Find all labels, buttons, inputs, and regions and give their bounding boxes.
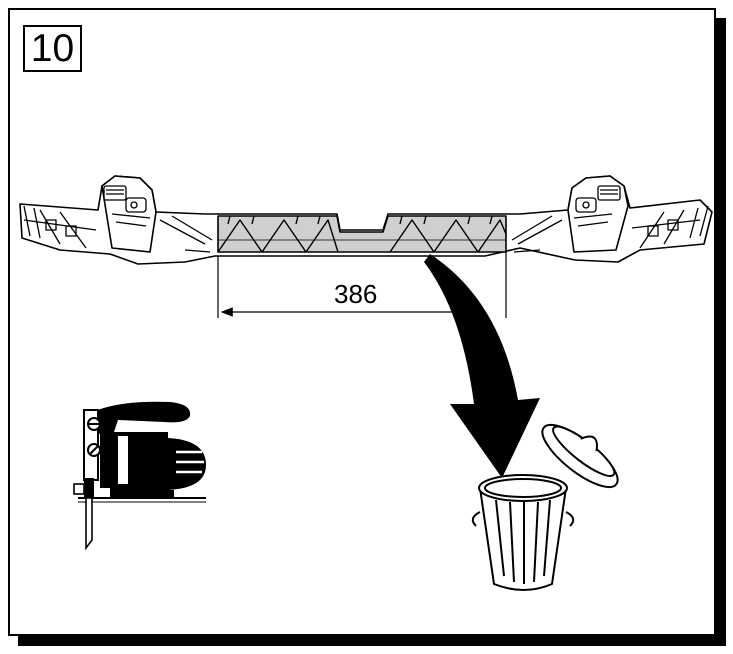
bumper-bracket <box>19 175 713 265</box>
instruction-frame <box>8 8 716 636</box>
dimension-line <box>217 252 507 318</box>
discard-arrow <box>424 254 540 478</box>
step-number: 10 <box>23 25 82 72</box>
dimension-value: 386 <box>334 279 377 309</box>
trash-bin-icon <box>471 423 619 591</box>
jigsaw-icon <box>73 401 206 551</box>
